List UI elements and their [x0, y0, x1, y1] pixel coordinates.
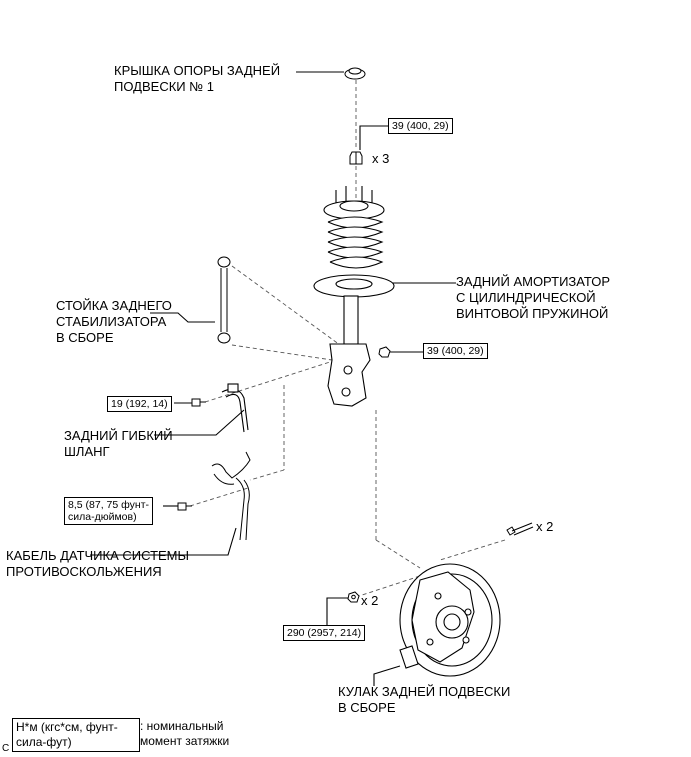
flexible-hose — [221, 383, 249, 433]
leader-knuckle-nut — [326, 597, 348, 625]
leader-top-nuts — [359, 125, 388, 150]
qty-top-nuts: x 3 — [372, 151, 390, 166]
torque-hose-bolt: 19 (192, 14) — [107, 396, 172, 412]
label-abs-cable: КАБЕЛЬ ДАТЧИКА СИСТЕМЫ ПРОТИВОСКОЛЬЖЕНИЯ — [6, 548, 190, 579]
label-cover: КРЫШКА ОПОРЫ ЗАДНЕЙ ПОДВЕСКИ № 1 — [114, 63, 281, 94]
hose-bolt — [191, 398, 206, 407]
qty-knuckle-nut: x 2 — [361, 593, 379, 608]
legend-box: Н*м (кгс*см, фунт- сила-фут) — [12, 718, 140, 752]
top-nut — [349, 151, 363, 165]
torque-top-nuts: 39 (400, 29) — [388, 118, 453, 134]
corner-code: C — [2, 743, 10, 754]
legend-text: : номинальный момент затяжки — [140, 719, 230, 748]
label-hose: ЗАДНИЙ ГИБКИЙ ШЛАНГ — [64, 428, 173, 459]
label-stabilizer: СТОЙКА ЗАДНЕГО СТАБИЛИЗАТОРА В СБОРЕ — [56, 298, 172, 345]
label-shock: ЗАДНИЙ АМОРТИЗАТОР С ЦИЛИНДРИЧЕСКОЙ ВИНТ… — [456, 274, 611, 321]
cover-cap — [344, 67, 366, 80]
torque-knuckle-nut: 290 (2957, 214) — [283, 625, 366, 641]
knuckle-nut — [347, 591, 360, 603]
knuckle-assembly — [399, 563, 501, 677]
stabilizer-link — [217, 256, 231, 344]
torque-abs-bolt: 8,5 (87, 75 фунт- сила-дюймов) — [64, 497, 153, 525]
qty-knuckle-bolt: x 2 — [536, 519, 554, 534]
leader-stabilizer — [150, 312, 215, 323]
leader-knuckle — [373, 665, 401, 686]
lower-nut — [378, 346, 391, 358]
shock-absorber — [313, 186, 395, 407]
label-knuckle: КУЛАК ЗАДНЕЙ ПОДВЕСКИ В СБОРЕ — [338, 684, 511, 715]
abs-bolt — [177, 502, 192, 511]
leader-hose — [154, 409, 245, 436]
knuckle-bolt — [506, 522, 534, 536]
leader-abs-cable — [90, 527, 237, 556]
torque-lower-nut: 39 (400, 29) — [423, 343, 488, 359]
abs-cable — [211, 451, 251, 541]
